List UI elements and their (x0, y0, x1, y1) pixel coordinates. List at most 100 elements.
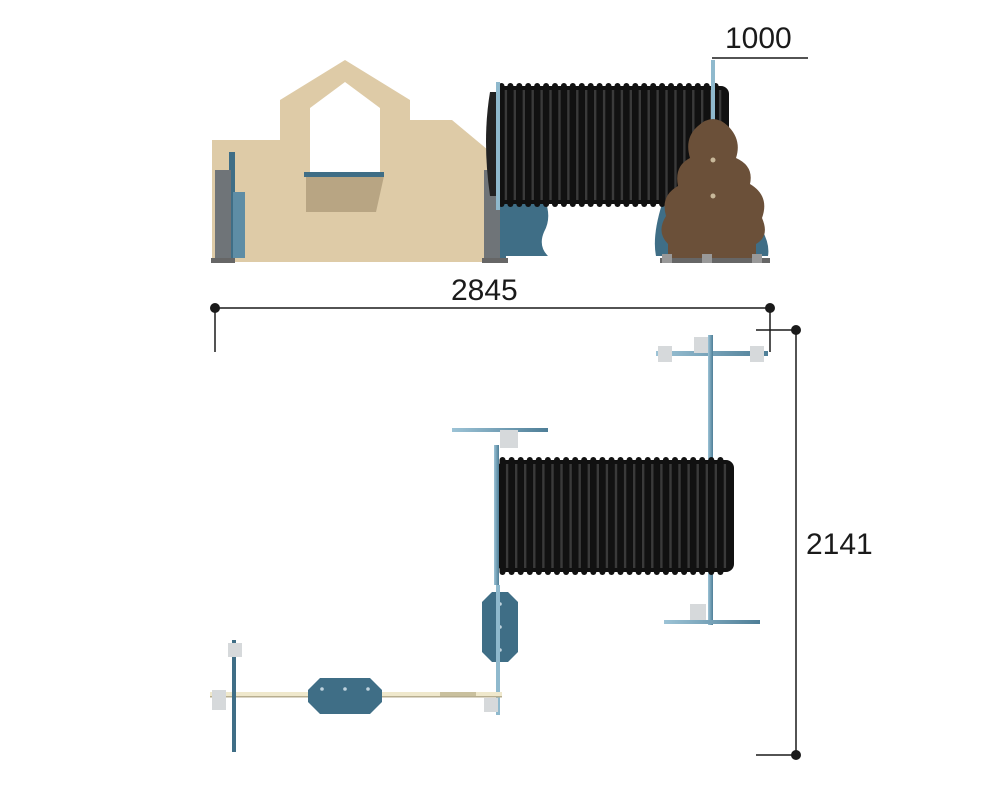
tunnel-rib (605, 464, 609, 568)
tunnel-corrugation (554, 457, 560, 575)
tunnel-rib (569, 464, 572, 568)
tunnel-corrugation (535, 457, 542, 575)
dimension-width: 2141 (756, 325, 873, 760)
tunnel-rib (614, 464, 618, 568)
tunnel-support-left (504, 200, 549, 256)
tunnel-rib (683, 90, 686, 200)
tree-panel (661, 119, 765, 258)
tunnel-rib (678, 464, 681, 568)
tunnel-rib (513, 90, 516, 200)
top-plan-view (210, 335, 768, 752)
tunnel-rib (642, 464, 645, 568)
tunnel-corrugation (572, 457, 579, 575)
tunnel-corrugation (635, 457, 642, 575)
tunnel-corrugation (534, 83, 541, 207)
tunnel-corrugation (617, 457, 624, 575)
dimension-length: 2845 (210, 274, 775, 352)
tunnel-corrugation (499, 457, 506, 575)
plan-bottom-panel (664, 604, 760, 624)
tunnel-rib (587, 464, 590, 568)
tunnel-corrugation (626, 457, 633, 575)
tunnel-rib (531, 90, 534, 200)
tunnel-rib (533, 464, 536, 568)
tunnel-corrugation (516, 83, 523, 207)
tunnel-corrugation (578, 83, 585, 207)
tunnel-corrugation (644, 457, 651, 575)
tunnel-rib (576, 90, 579, 200)
tunnel-rib (578, 464, 581, 568)
tunnel-corrugation (544, 457, 551, 575)
tunnel-rib (560, 464, 563, 568)
plan-left-end-post (212, 640, 242, 752)
tunnel-rib (524, 464, 527, 568)
tunnel-corrugation (653, 457, 660, 575)
tunnel-corrugation (690, 457, 697, 575)
tunnel-corrugation (507, 83, 514, 207)
tunnel-rib (602, 90, 606, 200)
tunnel-rib (674, 90, 677, 200)
tunnel-corrugation (569, 83, 576, 207)
tunnel-rib (585, 90, 588, 200)
tunnel-corrugation (659, 83, 666, 207)
tunnel-corrugation (708, 457, 715, 575)
tunnel-rib (651, 464, 654, 568)
tunnel-rib (542, 464, 545, 568)
tunnel-corrugation (608, 457, 615, 575)
tunnel-corrugation (662, 457, 669, 575)
tunnel-corrugation (526, 457, 533, 575)
tunnel-rib (656, 90, 659, 200)
tunnel-corrugation (650, 83, 657, 207)
playhouse-panel (212, 60, 488, 262)
dimension-width-label: 2141 (806, 528, 873, 561)
front-elevation-view (211, 60, 770, 263)
dimension-height: 1000 (712, 22, 808, 59)
tunnel-corrugation (641, 83, 648, 207)
tunnel-rib (611, 90, 615, 200)
tunnel-corrugation (508, 457, 515, 575)
tunnel-rib (647, 90, 650, 200)
tunnel-rib (540, 90, 543, 200)
plan-tunnel-entry-panel (452, 428, 548, 448)
tunnel-rib (623, 464, 627, 568)
tunnel-rib (660, 464, 663, 568)
tunnel-rib (696, 464, 699, 568)
tunnel-rib (714, 464, 717, 568)
tunnel-corrugation (581, 457, 588, 575)
tunnel-corrugation (563, 457, 570, 575)
tunnel-corrugation (632, 83, 639, 207)
tunnel-rib (505, 464, 509, 568)
tunnel-rib (567, 90, 570, 200)
tunnel-corrugation (672, 457, 678, 575)
tunnel-rib (549, 90, 552, 200)
tunnel-rib (665, 90, 668, 200)
playhouse-window-sill (306, 176, 384, 212)
tunnel-corrugation (590, 457, 597, 575)
dimension-length-label: 2845 (451, 274, 518, 307)
plan-stepping-plate-horizontal (308, 678, 382, 714)
dimension-height-label: 1000 (725, 22, 792, 55)
tunnel-corrugation (525, 83, 532, 207)
tunnel-rib (638, 90, 641, 200)
tunnel-rib (522, 90, 525, 200)
tunnel-rib (515, 464, 518, 568)
tunnel-rib (504, 90, 508, 200)
tunnel-rib (558, 90, 561, 200)
tunnel-corrugation (668, 83, 674, 207)
tunnel-corrugation (543, 83, 550, 207)
tunnel-rib (633, 464, 636, 568)
tunnel-corrugation (517, 457, 524, 575)
tunnel-corrugation (614, 83, 621, 207)
tunnel-corrugation (587, 83, 594, 207)
tunnel-corrugation (599, 457, 606, 575)
tunnel-rib (551, 464, 554, 568)
left-post (211, 152, 245, 263)
tunnel-rib (596, 464, 599, 568)
tunnel-corrugation (681, 457, 688, 575)
tunnel-corrugation (605, 83, 612, 207)
tunnel-rib (629, 90, 632, 200)
tunnel-rib (687, 464, 690, 568)
tunnel-rib (669, 464, 672, 568)
tunnel-rib (594, 90, 597, 200)
tunnel-corrugation (717, 457, 724, 575)
